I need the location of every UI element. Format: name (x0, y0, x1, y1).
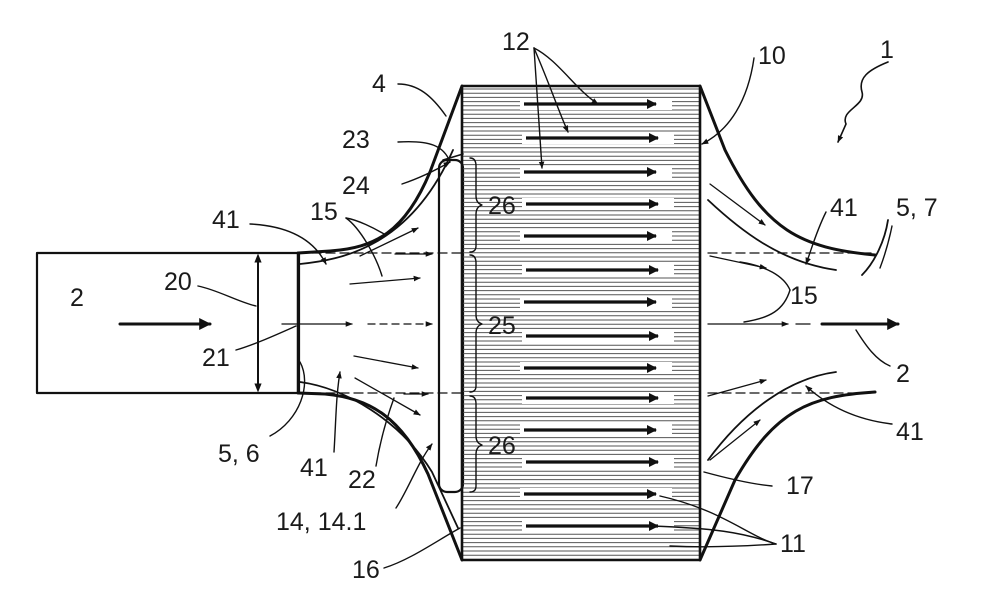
label-41-outlet-bottom: 41 (896, 418, 924, 446)
label-12: 12 (502, 28, 530, 56)
leader-16 (384, 528, 460, 568)
leader-12c (534, 48, 598, 104)
label-11: 11 (780, 530, 806, 558)
label-17: 17 (786, 472, 814, 500)
deflector-plate (439, 160, 463, 492)
flow-arrow (355, 378, 420, 415)
leader-15d (744, 290, 790, 322)
label-41-inlet-bottom: 41 (300, 454, 328, 482)
leader-20 (198, 286, 256, 306)
leader-22 (376, 398, 394, 466)
leader-21 (236, 326, 296, 350)
label-16: 16 (352, 556, 380, 584)
leader-11c (670, 544, 776, 547)
label-26-upper: 26 (488, 192, 516, 220)
label-20: 20 (164, 268, 192, 296)
leader-41a (250, 224, 326, 264)
label-1: 1 (880, 36, 894, 64)
label-14: 14, 14.1 (276, 508, 366, 536)
leader-15b (346, 218, 384, 234)
label-4: 4 (372, 70, 386, 98)
label-26-lower: 26 (488, 432, 516, 460)
label-25: 25 (488, 312, 516, 340)
label-24: 24 (342, 172, 370, 200)
label-2-outlet: 2 (896, 360, 910, 388)
label-10: 10 (758, 42, 786, 70)
outlet-end-stub (862, 220, 888, 275)
label-21: 21 (202, 344, 230, 372)
leader-41c (806, 212, 826, 264)
bracket-26-upper (470, 158, 482, 252)
label-2-inlet: 2 (70, 284, 84, 312)
leader-41b (334, 372, 340, 452)
label-5-7: 5, 7 (896, 194, 938, 222)
leader-10 (702, 58, 754, 144)
bracket-26-lower (470, 396, 482, 492)
leader-1 (838, 62, 888, 142)
leader-41d (806, 386, 892, 424)
leader-23 (398, 142, 450, 162)
label-41-inlet-top: 41 (212, 206, 240, 234)
label-23: 23 (342, 126, 370, 154)
leader-2r (856, 330, 890, 366)
label-5-6: 5, 6 (218, 440, 260, 468)
label-22: 22 (348, 466, 376, 494)
flow-arrow (710, 184, 765, 225)
leader-14 (396, 444, 432, 508)
label-15-inlet: 15 (310, 198, 338, 226)
flow-arrow (354, 356, 418, 368)
flow-arrow (350, 278, 420, 284)
leader-15c (740, 262, 790, 290)
leader-4 (398, 84, 446, 116)
bracket-25 (470, 255, 482, 392)
label-41-outlet-top: 41 (830, 194, 858, 222)
label-15-outlet: 15 (790, 282, 818, 310)
